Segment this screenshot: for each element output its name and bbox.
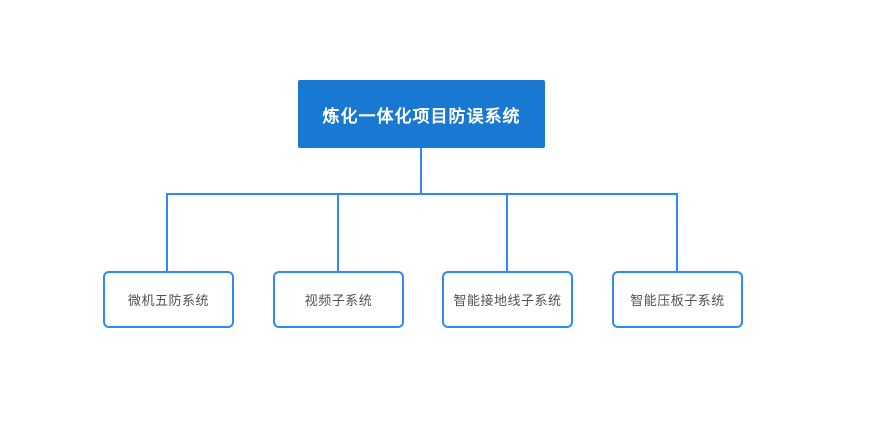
- org-node-child-4[interactable]: 智能压板子系统: [612, 271, 743, 328]
- org-node-child-3-label: 智能接地线子系统: [453, 293, 562, 308]
- org-node-child-1-label: 微机五防系统: [127, 293, 209, 308]
- org-node-child-2-label: 视频子系统: [304, 293, 373, 308]
- org-node-root[interactable]: 炼化一体化项目防误系统: [298, 80, 545, 148]
- connector-drop-3: [506, 193, 508, 273]
- connector-horizontal-bar: [166, 193, 678, 195]
- org-node-child-4-label: 智能压板子系统: [630, 293, 725, 308]
- org-node-root-label: 炼化一体化项目防误系统: [322, 106, 521, 126]
- connector-drop-2: [337, 193, 339, 273]
- connector-root-stem: [420, 147, 422, 195]
- connector-drop-1: [166, 193, 168, 273]
- org-node-child-2[interactable]: 视频子系统: [273, 271, 404, 328]
- org-node-child-1[interactable]: 微机五防系统: [103, 271, 234, 328]
- org-node-child-3[interactable]: 智能接地线子系统: [442, 271, 573, 328]
- connector-drop-4: [676, 193, 678, 273]
